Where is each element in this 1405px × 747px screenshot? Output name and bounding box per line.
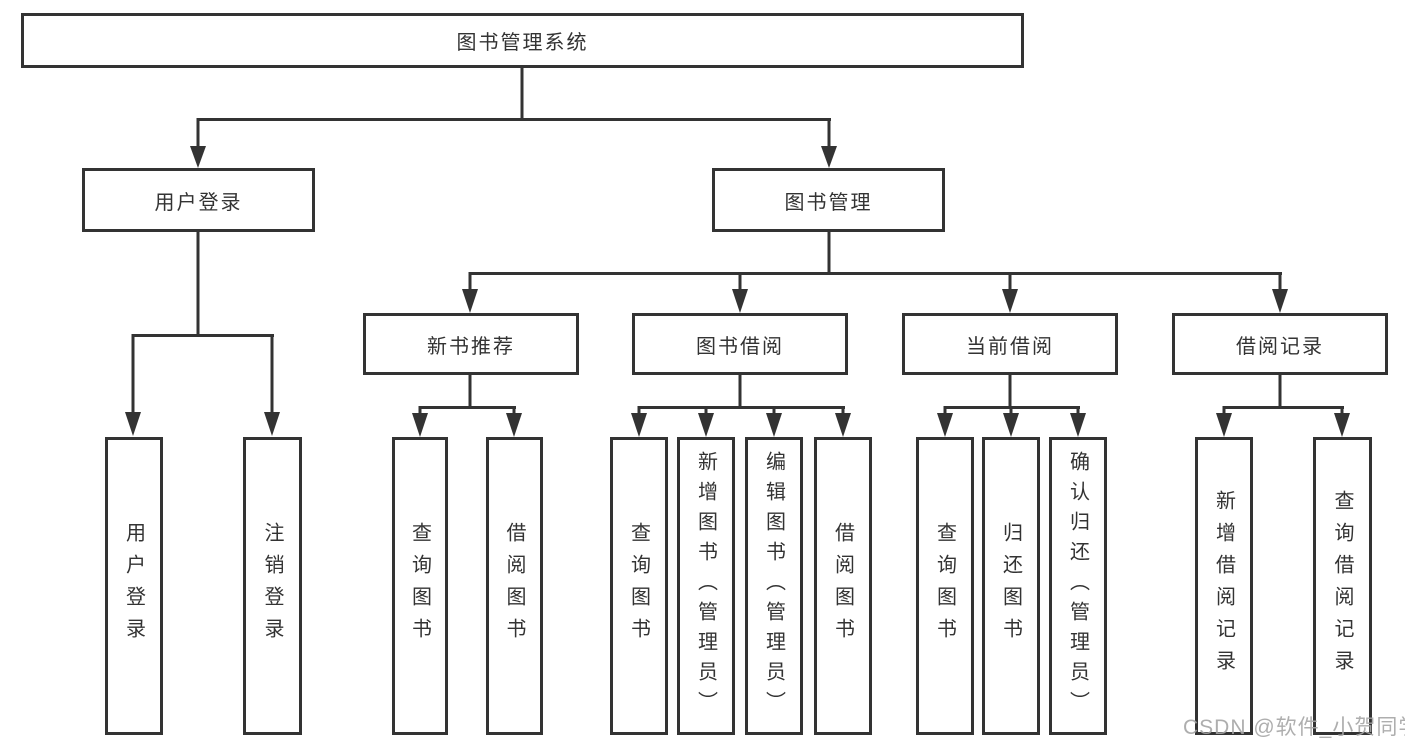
arrow-down-icon (1002, 289, 1018, 313)
node-current-borrow: 当前借阅 (902, 313, 1118, 375)
connector (1222, 406, 1226, 415)
arrow-down-icon (412, 413, 428, 437)
node-label: 图书管理 (784, 191, 873, 214)
arrow-down-icon (732, 289, 748, 313)
leaf-add-borrow-record: 新增借阅记录 (1195, 437, 1253, 735)
node-book-borrow: 图书借阅 (632, 313, 848, 375)
node-label: 借阅图书 (831, 522, 854, 650)
csdn-watermark: CSDN @软件_小贺同学 (1183, 716, 1405, 739)
connector (738, 272, 742, 290)
node-label: 查询图书 (627, 522, 650, 650)
arrow-down-icon (821, 146, 837, 168)
connector (1340, 406, 1344, 415)
leaf-return-books: 归还图书 (982, 437, 1040, 735)
node-library-management-system: 图书管理系统 (21, 13, 1024, 68)
arrow-down-icon (1272, 289, 1288, 313)
arrow-down-icon (766, 413, 782, 437)
connector (196, 232, 200, 336)
arrow-down-icon (937, 413, 953, 437)
node-label: 归还图书 (999, 522, 1022, 650)
leaf-logout: 注销登录 (243, 437, 302, 735)
leaf-borrow-books: 借阅图书 (814, 437, 872, 735)
node-label: 图书管理系统 (456, 32, 589, 54)
connector (638, 406, 845, 409)
leaf-add-books-admin: 新增图书（管理员） (677, 437, 735, 735)
arrow-down-icon (190, 146, 206, 168)
node-label: 借阅记录 (1236, 335, 1324, 358)
leaf-edit-books-admin: 编辑图书（管理员） (745, 437, 803, 735)
connector (827, 232, 831, 274)
arrow-down-icon (264, 412, 280, 436)
connector (841, 406, 845, 415)
node-borrow-records: 借阅记录 (1172, 313, 1388, 375)
connector (637, 406, 641, 415)
node-label: 用户登录 (154, 191, 243, 214)
connector (1278, 272, 1282, 290)
node-new-book-recommend: 新书推荐 (363, 313, 579, 375)
connector (1008, 272, 1012, 290)
connector (1008, 375, 1012, 408)
connector (270, 334, 274, 414)
connector (468, 375, 472, 408)
arrow-down-icon (835, 413, 851, 437)
node-label: 新书推荐 (427, 335, 515, 358)
arrow-down-icon (462, 289, 478, 313)
connector (196, 118, 200, 146)
arrow-down-icon (631, 413, 647, 437)
node-label: 新增图书（管理员） (694, 451, 717, 721)
connector (1278, 375, 1282, 408)
leaf-query-books-borrow: 查询图书 (610, 437, 668, 735)
leaf-borrow-books-recommend: 借阅图书 (486, 437, 543, 735)
connector (1009, 406, 1013, 415)
connector (418, 406, 422, 415)
connector (520, 68, 524, 120)
node-label: 用户登录 (122, 522, 145, 650)
node-label: 新增借阅记录 (1212, 490, 1235, 682)
node-label: 查询图书 (408, 522, 431, 650)
arrow-down-icon (1334, 413, 1350, 437)
connector (943, 406, 947, 415)
arrow-down-icon (125, 412, 141, 436)
leaf-query-borrow-record: 查询借阅记录 (1313, 437, 1372, 735)
node-label: 查询借阅记录 (1331, 490, 1353, 682)
node-label: 图书借阅 (696, 335, 784, 358)
leaf-query-books-current: 查询图书 (916, 437, 974, 735)
arrow-down-icon (698, 413, 714, 437)
connector (131, 334, 135, 414)
arrow-down-icon (1003, 413, 1019, 437)
connector (468, 272, 472, 290)
leaf-user-login: 用户登录 (105, 437, 163, 735)
connector (1076, 406, 1080, 415)
connector (704, 406, 708, 415)
connector (1223, 406, 1344, 409)
node-label: 编辑图书（管理员） (762, 451, 785, 721)
connector (512, 406, 516, 415)
node-label: 当前借阅 (966, 335, 1054, 358)
arrow-down-icon (506, 413, 522, 437)
connector (132, 334, 274, 337)
node-label: 借阅图书 (503, 522, 525, 650)
leaf-confirm-return-admin: 确认归还（管理员） (1049, 437, 1107, 735)
connector (827, 118, 831, 146)
node-book-management: 图书管理 (712, 168, 945, 232)
connector (772, 406, 776, 415)
arrow-down-icon (1070, 413, 1086, 437)
connector (419, 406, 516, 409)
node-label: 确认归还（管理员） (1066, 451, 1089, 721)
connector (197, 118, 831, 121)
arrow-down-icon (1216, 413, 1232, 437)
node-user-login: 用户登录 (82, 168, 315, 232)
leaf-query-books-recommend: 查询图书 (392, 437, 448, 735)
connector (469, 272, 1282, 275)
connector (738, 375, 742, 408)
node-label: 查询图书 (933, 522, 956, 650)
node-label: 注销登录 (261, 522, 283, 650)
